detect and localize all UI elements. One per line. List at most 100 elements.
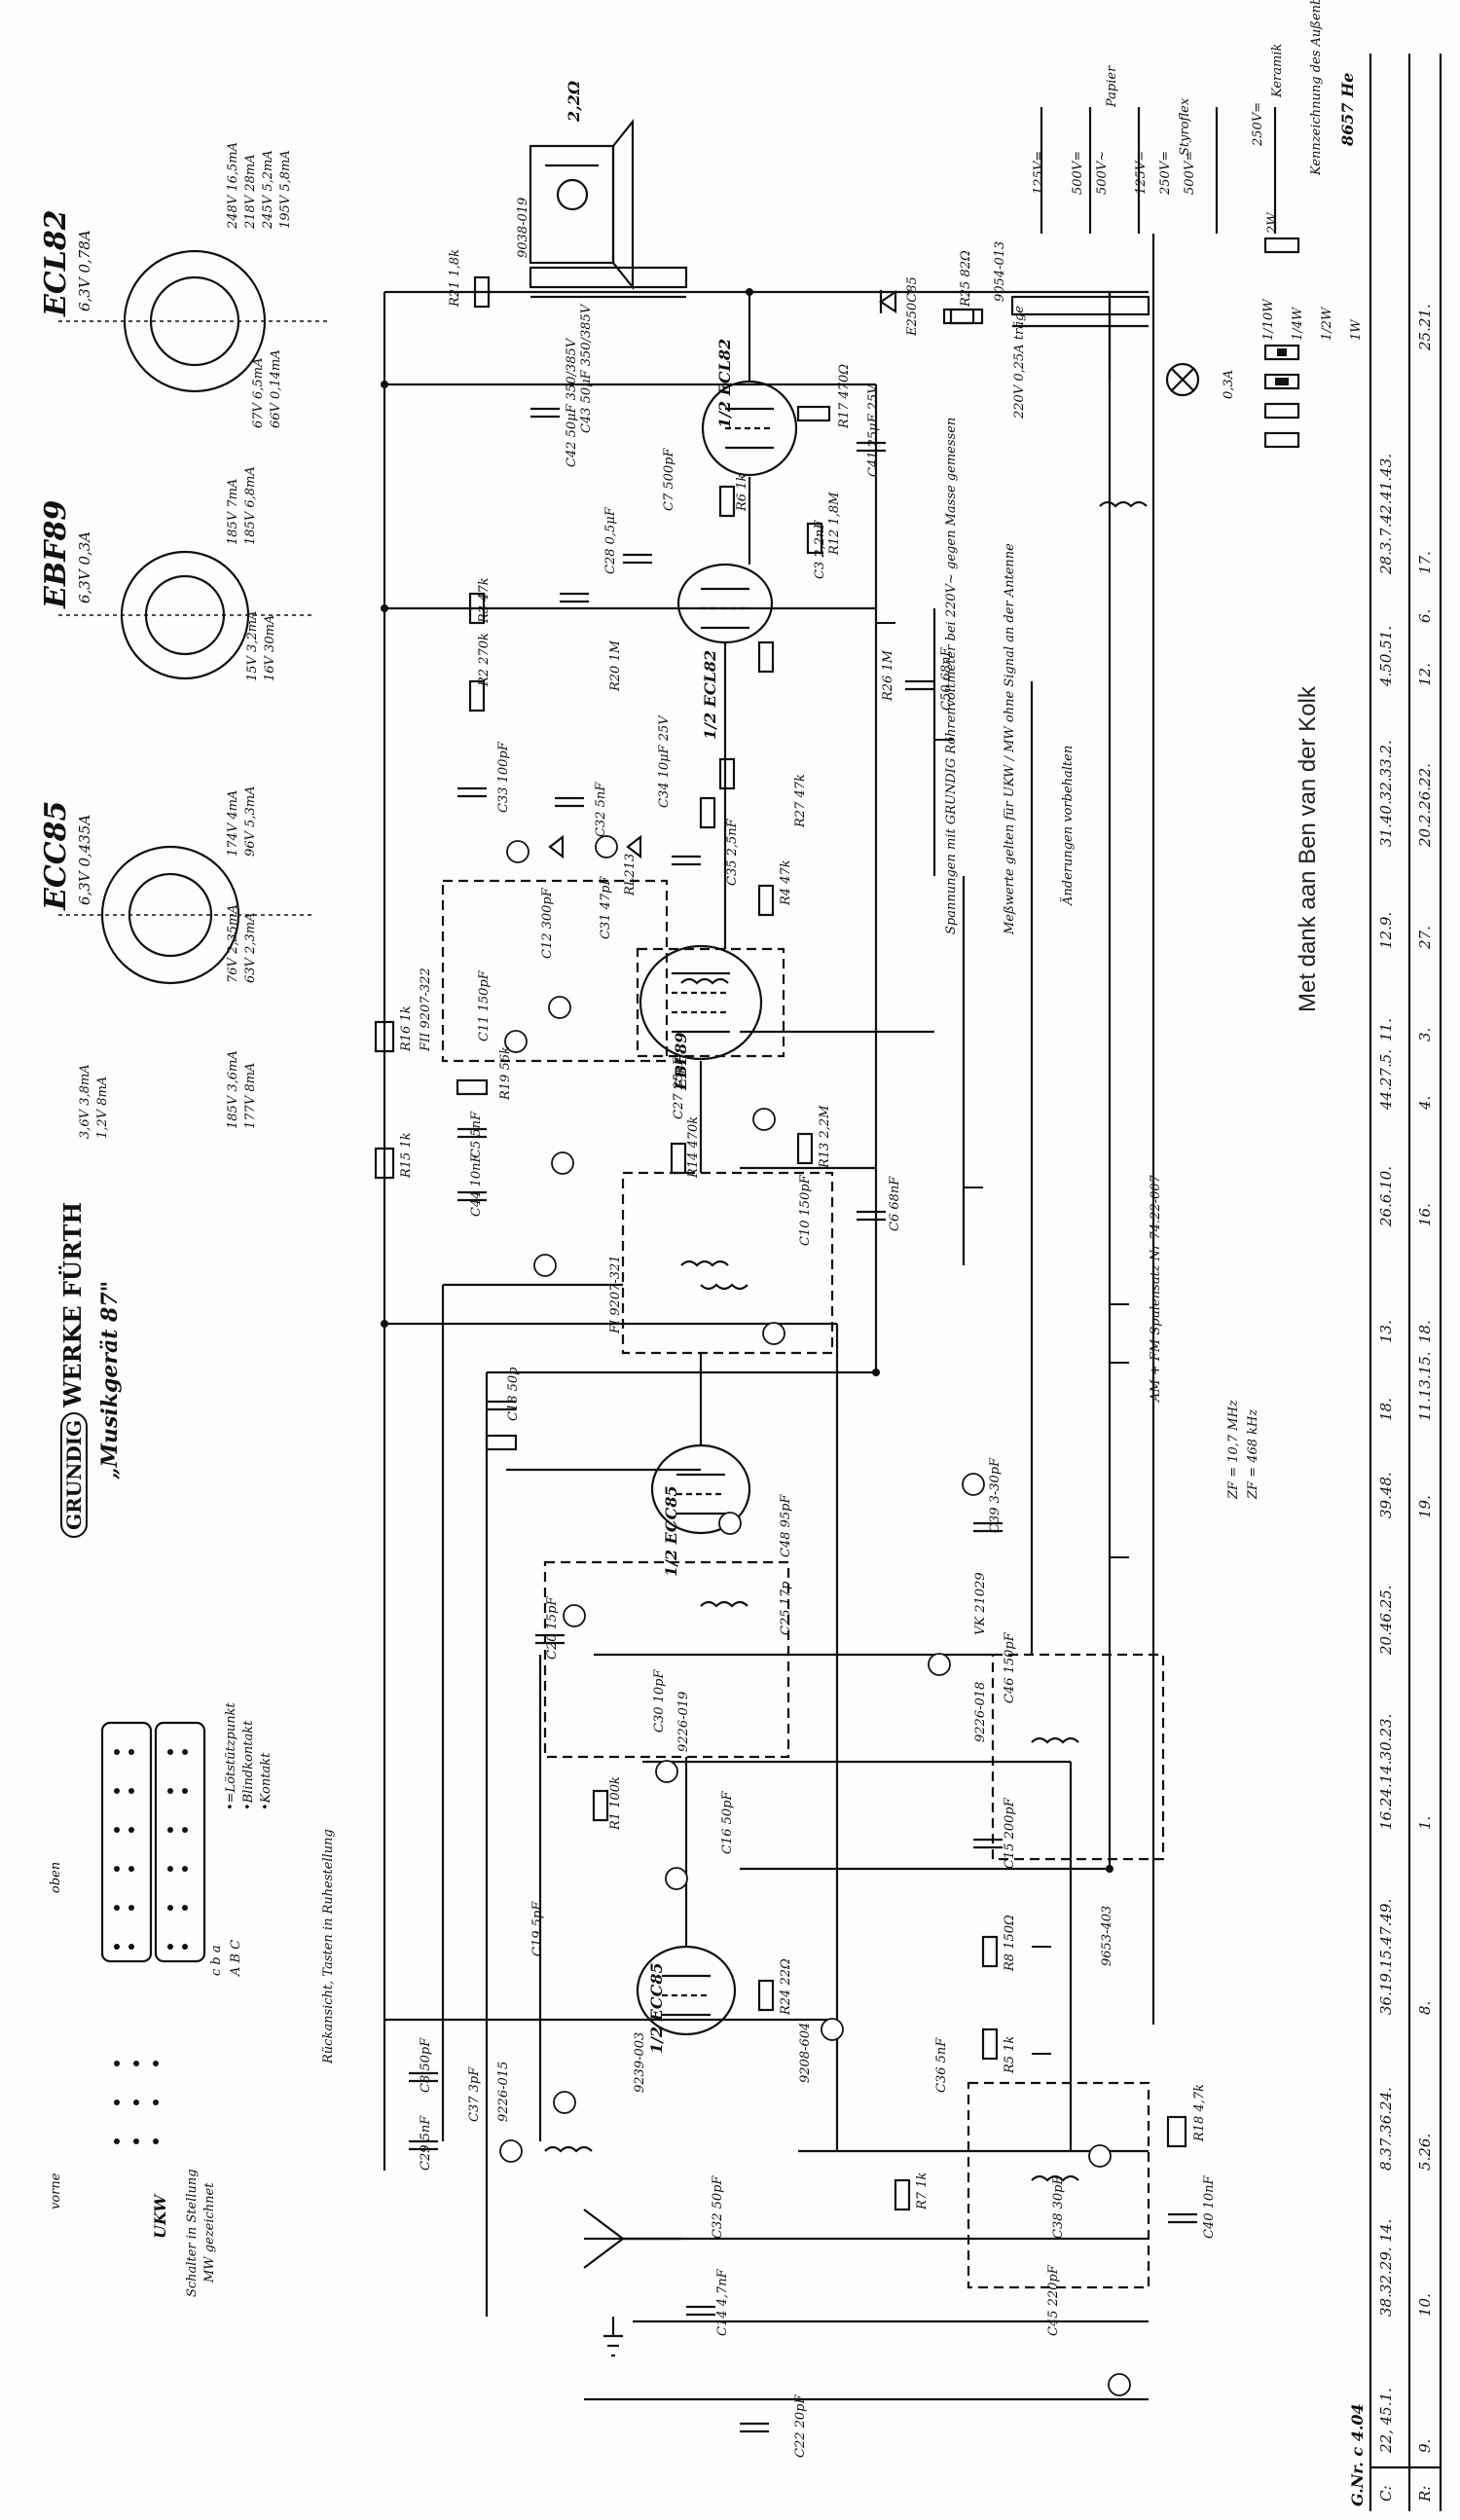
- ecc85-volt-5: 185V 3,6mA: [226, 1050, 240, 1129]
- table-c-cell: 22, 45.1.: [1377, 2388, 1395, 2453]
- coil-e-label: 9226-019: [676, 1691, 691, 1752]
- ecl82-volt-4: 195V 5,8mA: [278, 150, 293, 229]
- c45-label: C45 220pF: [1046, 2265, 1061, 2336]
- c25-label: C25 17p: [779, 1581, 793, 1636]
- table-r-cell: 3.: [1416, 1027, 1434, 1041]
- table-r-cell: 8.: [1416, 2000, 1434, 2015]
- c10-label: C10 150pF: [798, 1175, 813, 1246]
- brand-logo: GRUNDIG: [60, 1411, 88, 1538]
- table-c-cell: 16.24.14.30.23.: [1377, 1713, 1395, 1830]
- fuse2-label: 220V 0,25A träge: [1012, 305, 1027, 419]
- tube-label-ecl82-pentode: 1/2 ECL82: [715, 338, 734, 428]
- switch-note-1: Schalter in Stellung: [185, 2169, 200, 2297]
- legend-cap-marking: Kennzeichnung des Außenbelages: [1309, 0, 1324, 175]
- c29-label: C29 5nF: [419, 2115, 433, 2171]
- r6-label: R6 1k: [735, 473, 749, 511]
- c18-label: C18 50p: [506, 1367, 521, 1422]
- note-measure: Spannungen mit GRUNDIG Röhrenvoltmeter b…: [944, 417, 959, 934]
- table-r-cell: 16.: [1416, 1203, 1434, 1226]
- c7-label: C7 500pF: [662, 448, 676, 511]
- legend-res-4: 1W: [1349, 319, 1364, 341]
- legend-code: 8657 He: [1338, 72, 1357, 146]
- table-r-cell: 11.13.15.: [1416, 1351, 1434, 1421]
- coil-c-label: 9226-018: [973, 1681, 988, 1742]
- ebf89-volt-3: 15V 3,2mA: [245, 610, 260, 681]
- tube-label-ecc85-lower: 1/2 ECC85: [647, 1962, 666, 2054]
- legend-cap-val-2: 500V=: [1071, 150, 1085, 195]
- coil-g-label: 9239-003: [633, 2031, 647, 2093]
- coil-f-label: 9653-403: [1100, 1905, 1114, 1966]
- table-r-cell: 27.: [1416, 926, 1434, 949]
- rectifier-label: E250C85: [905, 276, 920, 336]
- c34-label: C34 10μF 25V: [657, 715, 672, 808]
- ecl82-volt-6: 66V 0,14mA: [269, 349, 283, 428]
- ecl82-volt-1: 248V 16,5mA: [226, 142, 240, 229]
- r8-label: R8 150Ω: [1003, 1915, 1017, 1971]
- coil-b-label: FI 9207-321: [608, 1255, 623, 1333]
- table-c-cell: 4.50.51.: [1377, 625, 1395, 686]
- ebf89-volt-4: 16V 30mA: [263, 614, 277, 681]
- table-r-cell: 10.: [1416, 2293, 1434, 2317]
- r19-label: R19 56k: [498, 1046, 513, 1100]
- table-r-cell: 17.: [1416, 551, 1434, 574]
- tube-label-ecc85-upper: 1/2 ECC85: [662, 1485, 680, 1577]
- ecl82-volt-5: 67V 6,5mA: [251, 357, 266, 428]
- c39-label: C39 3-30pF: [988, 1457, 1003, 1533]
- switch-title-top: oben: [49, 1861, 63, 1893]
- table-r-cell: 20.2.26.22.: [1416, 763, 1434, 847]
- legend-cap-val-5: 250V=: [1158, 150, 1173, 195]
- legend-cap-val-4: 125V=: [1134, 150, 1149, 195]
- coil-d-label: 9226-015: [496, 2061, 511, 2122]
- c6-label: C6 68nF: [888, 1176, 902, 1231]
- tube-title-ecl82: ECL82: [39, 209, 73, 316]
- legend-cap-val-3: 500V~: [1095, 150, 1110, 195]
- table-c-cell: 38.32.29. 14.: [1377, 2218, 1395, 2317]
- company-name: WERKE FÜRTH: [58, 1201, 87, 1407]
- legend-cap-val-7: 250V=: [1251, 101, 1265, 146]
- c3-label: C3 2,2nF: [813, 520, 827, 579]
- table-r-cell: 1.: [1416, 1815, 1434, 1830]
- c48-label: C48 95pF: [779, 1494, 793, 1557]
- table-c-cell: 44.27.5.: [1377, 1048, 1395, 1110]
- table-r-cell: 4.: [1416, 1095, 1434, 1110]
- r24-label: R24 22Ω: [779, 1958, 793, 2015]
- r12-label: R12 1,8M: [827, 492, 842, 555]
- note-changes: Änderungen vorbehalten: [1061, 745, 1076, 905]
- r17-label: R17 470Ω: [837, 363, 852, 428]
- c28-label: C28 0,5μF: [603, 507, 618, 574]
- c41-label: C41 25μF 25V: [866, 384, 881, 477]
- c5-label: C5 5nF: [469, 1111, 484, 1158]
- table-c-label: C:: [1377, 2485, 1395, 2502]
- legend-cap-val-6: 500V=: [1183, 150, 1197, 195]
- table-c-cell: 36.19.15.47.49.: [1377, 1898, 1395, 2015]
- c8-label: C8 50pF: [419, 2037, 433, 2093]
- ecl82-volt-3: 245V 5,2mA: [261, 150, 275, 229]
- c11-label: C11 150pF: [477, 970, 492, 1041]
- table-c-cell: 11.: [1377, 1018, 1395, 1041]
- table-c-cell: 39.48.: [1377, 1472, 1395, 1518]
- ecc85-volt-1: 174V 4mA: [226, 789, 240, 857]
- c32-label: C32 5nF: [594, 782, 608, 837]
- r21-label: R21 1,8k: [448, 248, 462, 307]
- credit-line: Met dank aan Ben van der Kolk: [1295, 686, 1321, 1012]
- table-c-cell: 26.6.10.: [1377, 1165, 1395, 1226]
- table-c-cell: 20.46.25.: [1377, 1585, 1395, 1655]
- table-r-cell: 18.: [1416, 1320, 1434, 1343]
- legend-keramik: Keramik: [1270, 43, 1285, 97]
- c20-label: C20 15pF: [545, 1596, 560, 1660]
- c14-label: C14 4,7nF: [715, 2269, 730, 2336]
- r4-label: R4 47k: [779, 859, 793, 905]
- c42-label: C42 50μF 350/385V: [565, 338, 579, 467]
- table-c-cell: 8.37.36.24.: [1377, 2087, 1395, 2171]
- speaker-label: 2,2Ω: [565, 80, 583, 122]
- legend-res-2: 1/4W: [1291, 307, 1305, 341]
- tube-title-ebf89: EBF89: [39, 499, 73, 608]
- r7-label: R7 1k: [915, 2172, 930, 2210]
- gnr-label: G.Nr. c 4.04: [1348, 2403, 1367, 2506]
- c40-label: C40 10nF: [1202, 2175, 1217, 2239]
- r5-label: R5 1k: [1003, 2035, 1017, 2073]
- c31-label: C31 47pF: [599, 876, 613, 939]
- c19-label: C19 5pF: [530, 1901, 545, 1956]
